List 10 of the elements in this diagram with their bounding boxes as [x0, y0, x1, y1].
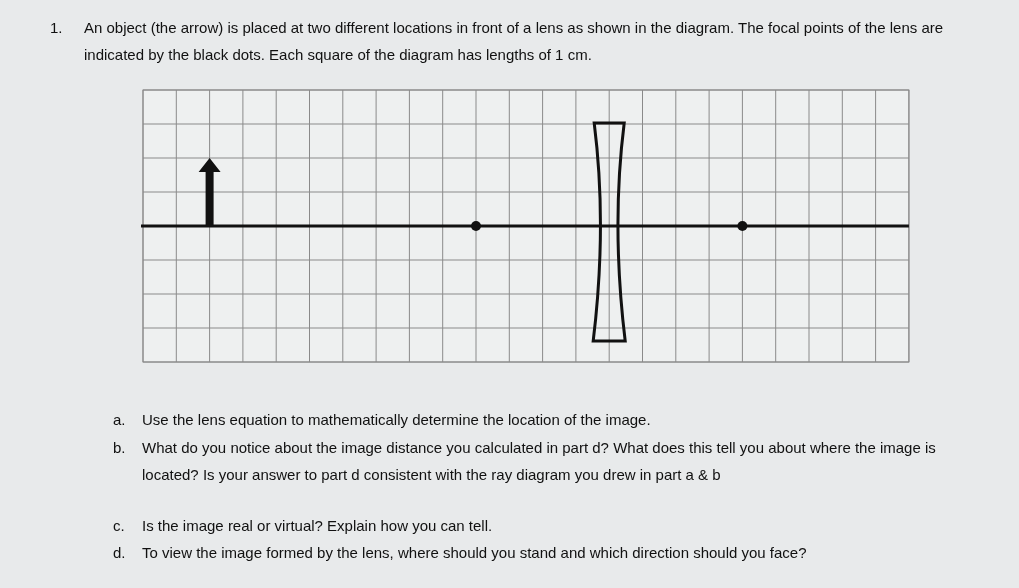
item-text: Is the image real or virtual? Explain how you can tell. — [142, 516, 494, 536]
question-number: 1. — [50, 18, 64, 38]
item-letter: c. — [113, 516, 126, 536]
item-text: Use the lens equation to mathematically determine the location of the image. — [142, 410, 652, 430]
item-letter: a. — [113, 410, 127, 430]
item-text: To view the image formed by the lens, where should you stand and which direction should you face? — [142, 543, 808, 563]
question-text: An object (the arrow) is placed at two different locations in front of a lens as shown in the diagram. The focal points of the lens are indicated by the black dots. Each square of the diagram has lengths of 1 cm. — [84, 18, 945, 65]
item-letter: d. — [113, 543, 127, 563]
item-text: What do you notice about the image distance you calculated in part d? What does this tell you about where the image is located? Is your answer to part d consistent with the ray diagram you drew in part a & b — [142, 438, 937, 485]
item-letter: b. — [113, 438, 127, 458]
